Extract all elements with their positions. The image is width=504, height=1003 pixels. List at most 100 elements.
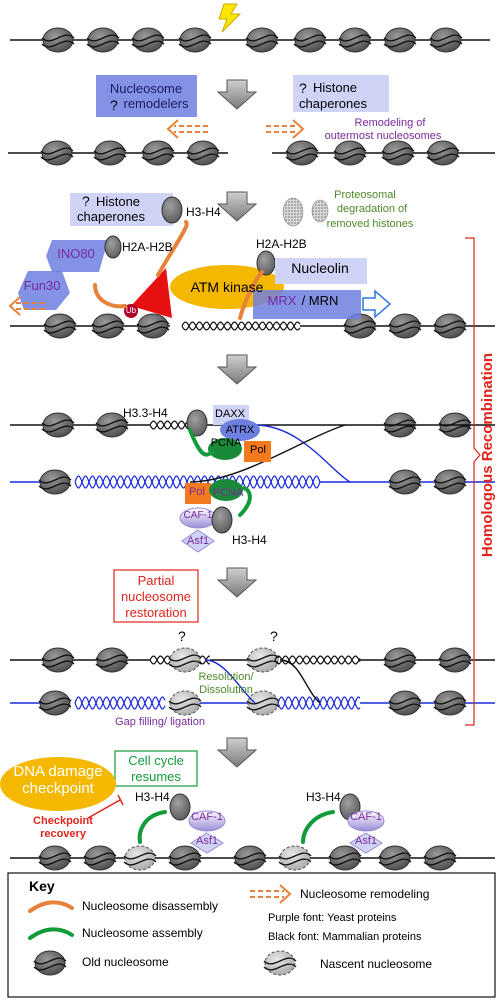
key-remodeling-label: Nucleosome remodeling bbox=[300, 887, 429, 901]
cell-cycle-line1: Cell cycle bbox=[128, 753, 184, 768]
pol-top-box bbox=[244, 441, 271, 462]
dna-helix-strand bbox=[277, 696, 361, 710]
dna-wrap bbox=[383, 654, 417, 662]
h3h4-mid-label: H3-H4 bbox=[232, 533, 267, 547]
dna-wrap bbox=[433, 476, 467, 484]
old-nucleosome bbox=[388, 469, 422, 495]
h33h4-label: H3.3-H4 bbox=[123, 406, 168, 420]
nucleosome-core bbox=[84, 845, 116, 871]
nucleosome-core bbox=[384, 647, 416, 673]
h2ah2b-histone bbox=[104, 235, 122, 259]
partial-restoration-line1: Partial bbox=[138, 573, 175, 588]
h2ah2b-left-label: H2A-H2B bbox=[122, 240, 173, 254]
dna-wrap bbox=[91, 326, 125, 334]
proteosomal-line2: degradation of bbox=[337, 203, 408, 215]
key-assembly-arrow bbox=[28, 927, 74, 940]
nucleosome-core bbox=[246, 27, 278, 53]
old-nucleosome bbox=[41, 27, 75, 53]
dna-wrap bbox=[433, 326, 467, 334]
dna-wrap bbox=[433, 697, 467, 705]
dna-wrap bbox=[186, 153, 220, 161]
dna-wrap bbox=[426, 153, 460, 161]
process-down-arrow bbox=[216, 737, 258, 768]
dna-wrap bbox=[178, 34, 212, 42]
nucleosome-core bbox=[424, 845, 456, 871]
hr-bracket bbox=[465, 237, 481, 726]
assembly-arrow-h3h4 bbox=[238, 486, 252, 517]
mrx-mrn-box bbox=[253, 290, 361, 319]
dna-helix-strand bbox=[74, 696, 166, 710]
dna-wrap bbox=[343, 320, 377, 328]
dna-wrap bbox=[383, 40, 417, 48]
dna-wrap bbox=[433, 482, 467, 490]
old-nucleosome bbox=[433, 469, 467, 495]
process-arrows bbox=[8, 79, 335, 940]
remodeling-arrow-left-2 bbox=[8, 296, 45, 316]
atm-kinase-label: ATM kinase bbox=[191, 279, 264, 295]
dna-wrap bbox=[33, 963, 67, 971]
nucleosome-core bbox=[389, 690, 421, 716]
dna-wrap bbox=[168, 858, 202, 866]
dna-wrap bbox=[245, 34, 279, 42]
dna-wrap bbox=[338, 40, 372, 48]
question-mark-chaperones: ? bbox=[299, 80, 307, 96]
old-nucleosome bbox=[383, 647, 417, 673]
dna-wrap bbox=[41, 419, 75, 427]
crossover-strand bbox=[279, 659, 321, 704]
dna-wrap bbox=[131, 40, 165, 48]
nucleosome-remodelers-label-2: remodelers bbox=[123, 96, 189, 111]
remodeling-arrow-right bbox=[266, 119, 305, 139]
nucleosome-core bbox=[42, 412, 74, 438]
nucleosome-core bbox=[384, 27, 416, 53]
nucleosome-core bbox=[382, 140, 414, 166]
old-nucleosome bbox=[40, 140, 74, 166]
old-nucleosome bbox=[91, 313, 125, 339]
gap-filling-label: Gap filling/ ligation bbox=[115, 716, 205, 728]
dna-wrap bbox=[388, 703, 422, 711]
dna-wrap bbox=[41, 660, 75, 668]
old-nucleosome bbox=[168, 845, 202, 871]
dna-helix-strand bbox=[277, 696, 361, 710]
old-nucleosome bbox=[86, 27, 120, 53]
key-old-nucleosome-label: Old nucleosome bbox=[82, 955, 169, 969]
fun30-label: Fun30 bbox=[24, 278, 61, 293]
old-nucleosome bbox=[33, 950, 67, 976]
dna-wrap bbox=[141, 147, 175, 155]
h3h4-right-label: H3-H4 bbox=[306, 790, 341, 804]
nucleosome-core bbox=[434, 313, 466, 339]
nucleosome-core bbox=[132, 27, 164, 53]
dna-wrap bbox=[333, 147, 367, 155]
histone-chaperones-box bbox=[293, 75, 389, 112]
dna-wrap bbox=[388, 476, 422, 484]
dna-wrap bbox=[433, 703, 467, 711]
nucleosome-core bbox=[427, 140, 459, 166]
h3h4-mid-histone bbox=[211, 506, 233, 534]
homologous-recombination-label: Homologous Recombination bbox=[479, 353, 496, 557]
old-nucleosome bbox=[378, 845, 412, 871]
key-remodeling-arrow bbox=[250, 884, 292, 904]
asf1-right-label: Asf1 bbox=[355, 835, 377, 847]
old-nucleosome bbox=[38, 690, 72, 716]
dna-wrap bbox=[245, 40, 279, 48]
protein-shapes bbox=[0, 3, 496, 998]
degraded-histone-icon bbox=[282, 197, 304, 227]
caf1-mid-label: CAF-1 bbox=[184, 510, 213, 521]
asf1-left-diamond bbox=[190, 832, 224, 854]
nucleosome-core bbox=[137, 313, 169, 339]
dna-wrap bbox=[168, 852, 202, 860]
dna-wrap bbox=[278, 852, 312, 860]
dna-wrap bbox=[246, 697, 280, 705]
dna-wrap bbox=[233, 858, 267, 866]
question-mark-remodelers: ? bbox=[110, 97, 118, 113]
nucleosome-core bbox=[41, 140, 73, 166]
dna-wrap bbox=[388, 320, 422, 328]
dna-wrap bbox=[343, 326, 377, 334]
old-nucleosome bbox=[233, 845, 267, 871]
dna-wrap bbox=[131, 34, 165, 42]
mrn-label: / MRN bbox=[302, 293, 339, 308]
h2ah2b-right-label: H2A-H2B bbox=[256, 237, 307, 251]
dna-wrap bbox=[293, 40, 327, 48]
pcna-bottom-ring bbox=[209, 479, 243, 501]
nucleosome-core bbox=[96, 412, 128, 438]
dna-wrap bbox=[93, 153, 127, 161]
